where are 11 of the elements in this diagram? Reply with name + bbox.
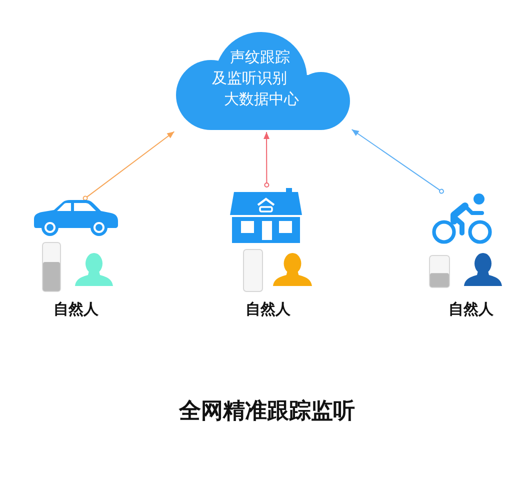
label: 自然人 [448,300,494,318]
label: 自然人 [246,300,290,318]
arrow [264,132,270,188]
arrow [82,131,175,201]
caption: 全网精准跟踪监听 [179,400,355,424]
cyclist-icon [432,193,492,244]
label: 自然人 [54,300,98,318]
car-icon [33,200,119,236]
cloud-label: 声纹跟踪及监听识别大数据中心 [212,47,300,110]
arrow [351,129,444,194]
house-icon [230,188,302,243]
